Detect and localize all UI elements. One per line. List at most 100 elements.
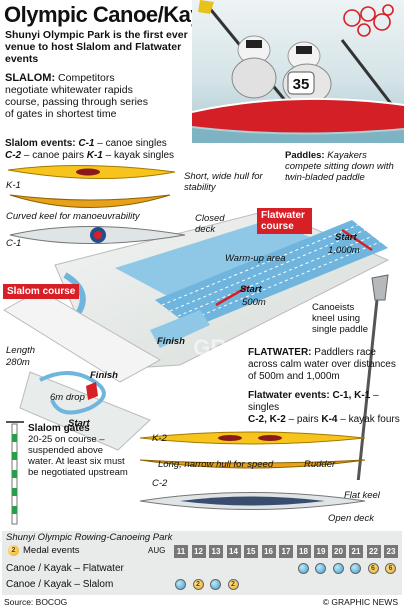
flatwater-events-heading: Flatwater events:: [248, 390, 330, 401]
flatwater-events: Flatwater events: C-1, K-1 – singles C-2…: [248, 390, 403, 426]
month-label: AUG: [148, 546, 166, 555]
start-500-label: Start: [240, 284, 262, 295]
event-singles: C-1, K-1: [332, 390, 371, 401]
day-13: 13: [209, 545, 223, 558]
flatwater-description: FLATWATER: Paddlers race across calm wat…: [248, 347, 403, 383]
medal-event-dot: 6: [385, 563, 396, 574]
event-pairs-text: – pairs: [288, 414, 319, 425]
slalom-drop: [86, 382, 98, 400]
day-19: 19: [314, 545, 328, 558]
medal-event-dot: 2: [192, 579, 204, 590]
flatwater-text: Paddlers race across calm water over dis…: [248, 347, 396, 382]
medal-event-dot: 6: [367, 563, 379, 574]
day-20: 20: [331, 545, 346, 558]
k2-label: K-2: [152, 433, 167, 444]
event-day-dot: [210, 579, 221, 590]
schedule-row: Canoe / Kayak – Slalom 2 2: [2, 578, 402, 593]
event-k1-text: – kayak singles: [105, 150, 175, 161]
day-21: 21: [349, 545, 363, 558]
schedule-row-label: Canoe / Kayak – Flatwater: [6, 563, 124, 574]
slalom-events: Slalom events: C-1 – canoe singles C-2 –…: [5, 138, 205, 162]
flatwater-course-tag: Flatwater course: [257, 208, 312, 234]
start-line-500: [215, 285, 248, 307]
slalom-course-tag: Slalom course: [3, 284, 80, 299]
olympic-circles-icon: [343, 4, 394, 37]
slalom-finish-label: Finish: [90, 370, 118, 381]
c1-boat: [9, 226, 186, 244]
slalom-events-heading: Slalom events:: [5, 138, 76, 149]
bib-number: 35: [293, 76, 310, 93]
day-16: 16: [261, 545, 276, 558]
day-15: 15: [244, 545, 258, 558]
day-11: 11: [174, 545, 188, 558]
length-value: 280m: [6, 357, 30, 368]
page-title: Olympic Canoe/Kayak: [4, 2, 226, 27]
drop-label: 6m drop: [50, 392, 85, 403]
event-c2-text: – canoe pairs: [23, 150, 84, 161]
event-singles-text: – singles: [248, 390, 379, 413]
medal-legend-icon: 2: [8, 545, 19, 556]
slalom-gates-note: Slalom gates 20-25 on course – suspended…: [28, 423, 128, 478]
course-lanes: [161, 224, 381, 323]
open-deck-note: Open deck: [328, 513, 374, 524]
k1-label: K-1: [6, 180, 21, 191]
schedule-title: Shunyi Olympic Rowing-Canoeing Park: [6, 532, 173, 543]
event-day-dot: [297, 563, 309, 574]
gates-text: 20-25 on course – suspended above water.…: [28, 434, 128, 478]
credit-note: © GRAPHIC NEWS: [322, 597, 398, 607]
event-c2: C-2: [5, 150, 22, 161]
medal-event-dot: 2: [227, 579, 239, 590]
paddles-heading: Paddles:: [285, 150, 325, 161]
curved-keel-note: Curved keel for manoeuvrability: [6, 211, 140, 222]
warmup-lake: [115, 220, 330, 300]
schedule-row-label: Canoe / Kayak – Slalom: [6, 579, 114, 590]
medal-legend-label: Medal events: [23, 545, 80, 556]
day-12: 12: [191, 545, 206, 558]
flatwater-heading: FLATWATER:: [248, 347, 312, 358]
subtitle: Shunyi Olympic Park is the first ever ve…: [5, 29, 188, 65]
canoe-paddle-icon: [356, 274, 389, 480]
day-17: 17: [279, 545, 293, 558]
watermark: GRAPHIC NEWS: [193, 335, 367, 360]
event-c1: C-1: [78, 138, 95, 149]
dist-1000-label: 1,000m: [328, 245, 360, 256]
c2-label: C-2: [152, 478, 168, 489]
event-fours: K-4: [321, 414, 338, 425]
venue-diagram: GRAPHIC NEWS: [3, 164, 390, 480]
event-c1-text: – canoe singles: [97, 138, 167, 149]
day-22: 22: [366, 545, 381, 558]
k1-boat: [7, 164, 176, 208]
rudder-note: Rudder: [304, 459, 336, 470]
schedule-table: Shunyi Olympic Rowing-Canoeing Park 2 Me…: [2, 531, 402, 595]
canoeists-note: Canoeists kneel using single paddle: [312, 302, 368, 335]
finish-label: Finish: [157, 336, 185, 347]
closed-deck-note: Closed deck: [195, 213, 225, 235]
event-day-dot: [350, 563, 361, 574]
day-14: 14: [226, 545, 241, 558]
paddles-text: Kayakers compete sitting down with twin-…: [285, 150, 394, 183]
slalom-text: Competitors negotiate whitewater rapids …: [5, 72, 148, 120]
kayak-photo-illustration: 35: [192, 0, 404, 143]
day-23: 23: [384, 545, 398, 558]
gates-heading: Slalom gates: [28, 423, 90, 434]
event-fours-text: – kayak fours: [340, 414, 400, 425]
slalom-start-label: Start: [68, 418, 90, 429]
k2-boat: [140, 431, 366, 445]
kayak-photo: 35: [192, 0, 404, 143]
k2-c2-boats: [140, 431, 366, 510]
paddles-note: Paddles: Kayakers compete sitting down w…: [285, 150, 403, 183]
event-pairs: C-2, K-2: [248, 414, 286, 425]
long-hull-note: Long, narrow hull for speed: [158, 459, 274, 470]
source-note: Source: BOCOG: [4, 597, 68, 607]
warmup-label: Warm-up area: [225, 253, 286, 264]
flat-keel-note: Flat keel: [344, 490, 380, 501]
slalom-gate-icon: [6, 421, 24, 525]
event-day-dot: [175, 579, 186, 590]
day-18: 18: [296, 545, 311, 558]
event-day-dot: [332, 563, 344, 574]
c1-label: C-1: [6, 238, 22, 249]
length-label: Length: [6, 345, 36, 356]
k1-note: Short, wide hull for stability: [184, 171, 263, 193]
start-line-1000: [341, 228, 373, 252]
